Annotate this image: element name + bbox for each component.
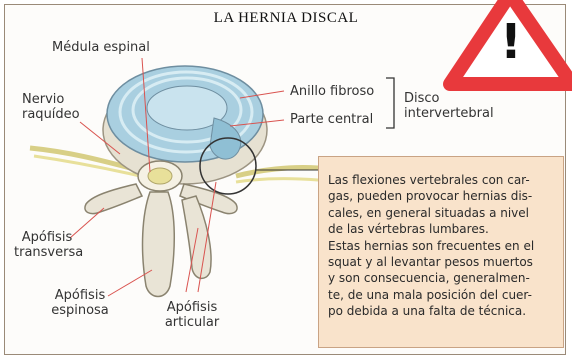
label-medula-espinal: Médula espinal bbox=[52, 40, 150, 55]
nerve-roots bbox=[29, 145, 319, 184]
intervertebral-disc bbox=[106, 65, 264, 163]
leader-lines bbox=[69, 57, 285, 297]
warning-triangle-icon: ! bbox=[443, 0, 572, 91]
vertebral-arch bbox=[84, 183, 238, 298]
label-anillo-fibroso: Anillo fibroso bbox=[290, 84, 375, 99]
label-apofisis-articular: Apófisis articular bbox=[164, 300, 220, 330]
nucleus-pulposus bbox=[146, 85, 228, 131]
herniation-highlight-circle bbox=[199, 137, 257, 195]
info-box bbox=[318, 156, 564, 348]
figure-title: LA HERNIA DISCAL bbox=[213, 10, 359, 26]
info-text: Las flexiones vertebrales con car- gas, … bbox=[328, 173, 535, 319]
spinal-cord bbox=[137, 160, 183, 192]
disc-bracket bbox=[386, 77, 395, 129]
label-disco-intervertebral: Disco intervertebral bbox=[404, 91, 494, 121]
warning-exclamation: ! bbox=[500, 14, 522, 70]
label-parte-central: Parte central bbox=[290, 112, 374, 127]
label-nervio-raquideo: Nervio raquídeo bbox=[22, 92, 80, 122]
label-apofisis-transversa: Apófisis transversa bbox=[14, 230, 84, 260]
label-apofisis-espinosa: Apófisis espinosa bbox=[51, 288, 109, 318]
